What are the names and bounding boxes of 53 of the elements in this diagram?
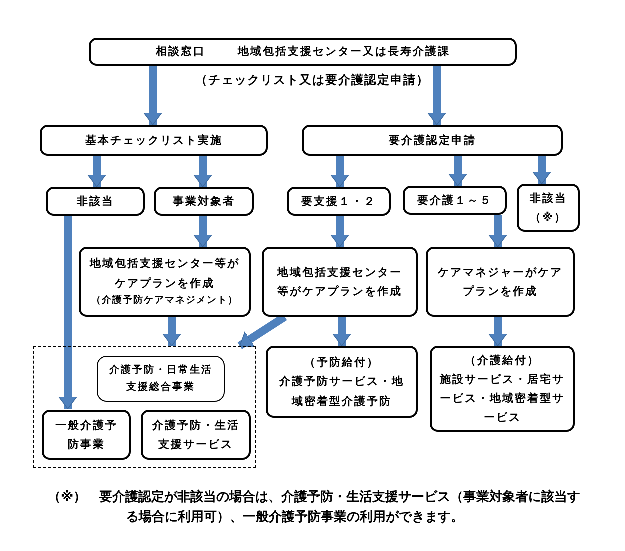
- block-arrow: [162, 317, 182, 346]
- process-box: [141, 410, 251, 460]
- node-text: 基本チェックリスト実施: [85, 132, 223, 149]
- block-arrow: [88, 156, 106, 188]
- node-text: 介護予防・日常生活支援総合事業: [108, 364, 214, 395]
- block-arrow: [488, 317, 508, 346]
- node-text: 地域包括支援センター等がケアプランを作成: [89, 256, 241, 292]
- node-text: （介護給付）: [465, 352, 540, 368]
- process-box: [287, 187, 391, 216]
- block-arrow: [428, 66, 446, 126]
- process-box: [517, 184, 580, 232]
- block-arrow: [144, 66, 162, 126]
- process-box: [403, 186, 507, 215]
- subtitle-note: （チェックリスト又は要介護認定申請）: [194, 72, 430, 89]
- footnote: （※） 要介護認定が非該当の場合は、介護予防・生活支援サービス（事業対象者に該当する場合に利用可）、一般介護予防事業の利用ができます。: [48, 488, 582, 526]
- node-text: （予防給付）: [304, 355, 380, 372]
- dashed-group-box: [33, 346, 256, 468]
- process-box: [46, 187, 145, 216]
- node-text: 事業対象者: [172, 194, 236, 210]
- block-arrow: [488, 215, 508, 248]
- process-box: [266, 346, 418, 418]
- node-text: 非該当（※）: [528, 190, 568, 226]
- node-text: 要介護認定申請: [388, 132, 476, 149]
- process-box: [89, 38, 517, 66]
- block-arrow: [332, 317, 352, 346]
- block-arrow: [194, 156, 212, 188]
- process-box: [302, 125, 563, 156]
- node-text: 要介護１～５: [418, 192, 492, 209]
- node-text: 要支援１・２: [302, 194, 376, 210]
- process-box: [426, 247, 575, 317]
- node-text: 非該当: [76, 194, 114, 210]
- process-box: [154, 187, 254, 216]
- process-box: [97, 356, 225, 402]
- block-arrow: [58, 216, 78, 410]
- block-arrow: [330, 216, 350, 248]
- node-text: 相談窓口: [156, 44, 206, 60]
- node-text: 地域包括支援センター等がケアプランを作成: [276, 264, 404, 300]
- block-arrow: [330, 156, 350, 188]
- node-text: 地域包括支援センター又は長寿介護課: [238, 44, 450, 60]
- process-box: [430, 346, 575, 432]
- node-text: 施設サービス・居宅サービス・地域密着型サービス: [440, 372, 565, 426]
- block-arrow: [448, 156, 468, 186]
- node-text: 介護予防・生活支援サービス: [151, 418, 241, 453]
- node-text: （介護予防ケアマネジメント）: [92, 294, 238, 308]
- process-box: [42, 410, 131, 460]
- node-text: ケアマネジャーがケアプランを作成: [436, 264, 564, 300]
- node-text: 一般介護予防事業: [54, 418, 119, 453]
- process-box: [79, 247, 251, 317]
- process-box: [262, 247, 418, 317]
- block-arrow: [194, 216, 212, 248]
- node-text: 介護予防サービス・地域密着型介護予防: [278, 374, 406, 410]
- process-box: [40, 125, 268, 156]
- block-arrow: [532, 156, 552, 184]
